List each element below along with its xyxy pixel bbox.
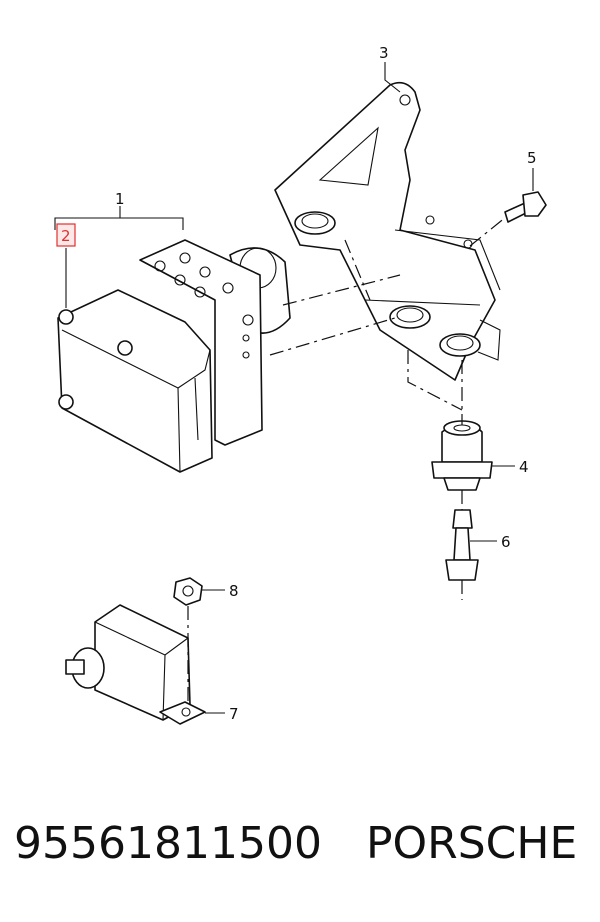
leader-lines [54,62,534,714]
sensor-part [65,604,206,725]
callout-8: 8 [229,582,239,600]
callout-3: 3 [379,44,389,62]
callout-6: 6 [501,533,511,551]
rubber-mount-part [431,420,493,491]
stud-part [445,509,479,581]
bracket-part [274,81,501,381]
callout-7: 7 [229,705,239,723]
assembly-lines [187,216,507,705]
callout-5: 5 [527,149,537,167]
abs-hydraulic-unit [57,239,291,473]
footer: 95561811500 PORSCHE [0,818,600,888]
callout-4: 4 [519,458,529,476]
nut-part [173,577,203,606]
brand-name: PORSCHE [366,818,578,869]
callout-1: 1 [115,190,125,208]
callout-2: 2 [61,227,71,245]
part-number: 95561811500 [14,818,322,869]
bolt-part [504,191,547,223]
callout-2-highlight-box [56,223,76,247]
